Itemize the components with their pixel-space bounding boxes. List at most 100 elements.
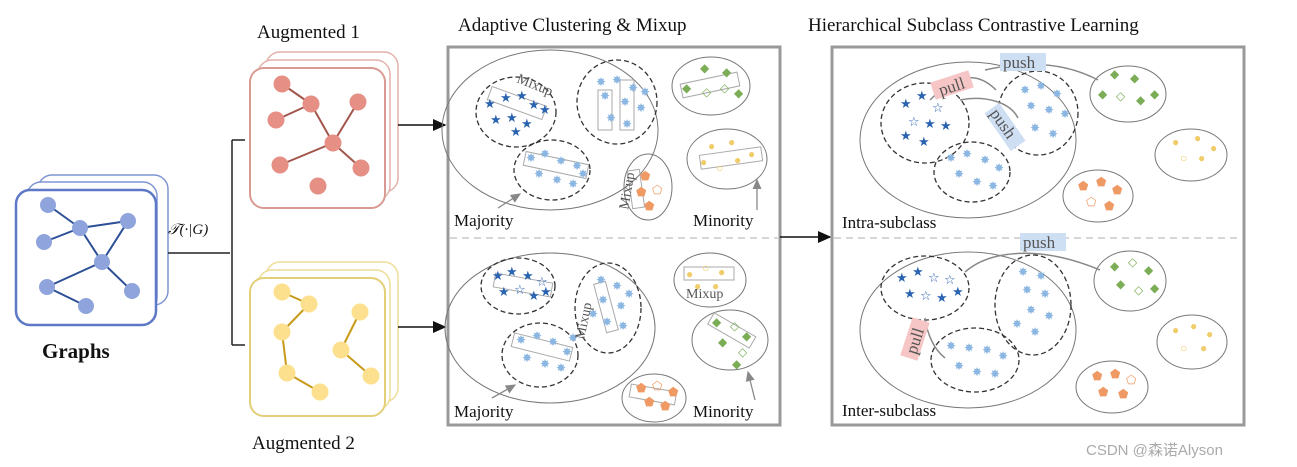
- svg-text:★: ★: [516, 88, 528, 103]
- svg-text:★: ★: [940, 118, 952, 133]
- svg-text:★: ★: [936, 290, 948, 305]
- svg-text:●: ●: [1200, 341, 1207, 355]
- augmented-graph-1: Augmented 1: [249, 22, 399, 209]
- svg-text:★: ★: [528, 97, 540, 112]
- svg-text:⬟: ⬟: [1098, 385, 1109, 399]
- svg-text:✸: ✸: [1030, 121, 1040, 135]
- svg-text:●: ●: [1172, 135, 1179, 149]
- intra-subclass-label: Intra-subclass: [842, 213, 936, 232]
- svg-text:◆: ◆: [1116, 277, 1126, 291]
- svg-text:✸: ✸: [1026, 99, 1036, 113]
- svg-text:●: ●: [686, 267, 693, 281]
- svg-text:★: ★: [896, 270, 908, 285]
- svg-text:✸: ✸: [568, 177, 578, 191]
- svg-text:⬟: ⬟: [1112, 183, 1123, 197]
- svg-text:⬟: ⬟: [1110, 367, 1121, 381]
- svg-text:⬟: ⬟: [1104, 199, 1115, 213]
- svg-text:◆: ◆: [682, 81, 692, 95]
- augmented-graph-2: Augmented 2: [249, 261, 399, 454]
- svg-text:⬟: ⬟: [660, 399, 671, 413]
- svg-text:◆: ◆: [700, 61, 710, 75]
- svg-text:●: ●: [748, 147, 755, 161]
- svg-text:⬟: ⬟: [636, 185, 647, 199]
- svg-text:★: ★: [492, 268, 504, 283]
- svg-text:●: ●: [734, 153, 741, 167]
- svg-text:✸: ✸: [1026, 303, 1036, 317]
- svg-text:◇: ◇: [720, 81, 730, 95]
- svg-text:●: ●: [694, 279, 701, 293]
- svg-text:★: ★: [521, 116, 533, 131]
- mixup-label-bottom-2: Mixup: [686, 287, 723, 302]
- svg-text:✸: ✸: [964, 341, 974, 355]
- svg-text:✸: ✸: [612, 279, 622, 293]
- svg-text:◆: ◆: [1136, 93, 1146, 107]
- majority-label-top: Majority: [454, 211, 514, 230]
- svg-text:●: ●: [1190, 319, 1197, 333]
- svg-text:✸: ✸: [1018, 265, 1028, 279]
- svg-text:★: ★: [484, 96, 496, 111]
- svg-text:◇: ◇: [1128, 255, 1138, 269]
- push-label-intra-1: push: [1003, 53, 1036, 72]
- svg-text:✸: ✸: [1060, 107, 1070, 121]
- svg-text:◆: ◆: [718, 335, 728, 349]
- svg-text:⬟: ⬟: [668, 385, 679, 399]
- svg-text:☆: ☆: [928, 270, 940, 285]
- svg-text:✸: ✸: [636, 101, 646, 115]
- push-label-inter: push: [1023, 233, 1056, 252]
- svg-text:✸: ✸: [522, 351, 532, 365]
- svg-text:✸: ✸: [572, 159, 582, 173]
- svg-text:✸: ✸: [994, 161, 1004, 175]
- svg-text:✸: ✸: [1048, 127, 1058, 141]
- svg-text:✸: ✸: [616, 299, 626, 313]
- contrastive-learning-panel: Hierarchical Subclass Contrastive Learni…: [808, 15, 1246, 427]
- svg-text:✸: ✸: [988, 179, 998, 193]
- augmented-1-label: Augmented 1: [257, 22, 360, 43]
- svg-text:★: ★: [500, 90, 512, 105]
- svg-text:✸: ✸: [602, 315, 612, 329]
- svg-text:◆: ◆: [742, 329, 752, 343]
- majority-label-bottom: Majority: [454, 402, 514, 421]
- svg-text:✸: ✸: [972, 175, 982, 189]
- svg-text:✸: ✸: [598, 293, 608, 307]
- svg-text:✸: ✸: [1030, 325, 1040, 339]
- svg-text:●: ●: [718, 265, 725, 279]
- svg-text:☆: ☆: [536, 274, 548, 289]
- svg-text:✸: ✸: [612, 73, 622, 87]
- svg-text:◆: ◆: [1098, 87, 1108, 101]
- svg-text:⬟: ⬟: [636, 381, 647, 395]
- svg-text:⬠: ⬠: [1126, 373, 1137, 387]
- svg-text:◆: ◆: [1110, 259, 1120, 273]
- svg-text:★: ★: [490, 112, 502, 127]
- svg-text:✸: ✸: [562, 345, 572, 359]
- svg-text:●: ●: [1210, 141, 1217, 155]
- svg-text:✸: ✸: [516, 333, 526, 347]
- svg-text:○: ○: [1180, 341, 1187, 355]
- svg-text:●: ●: [1194, 131, 1201, 145]
- svg-text:★: ★: [916, 88, 928, 103]
- svg-text:✸: ✸: [980, 153, 990, 167]
- svg-text:✸: ✸: [532, 329, 542, 343]
- svg-text:⬟: ⬟: [644, 395, 655, 409]
- svg-text:★: ★: [506, 110, 518, 125]
- contrastive-learning-title: Hierarchical Subclass Contrastive Learni…: [808, 15, 1139, 36]
- minority-label-top: Minority: [693, 211, 754, 230]
- svg-text:⬠: ⬠: [1086, 195, 1097, 209]
- svg-text:★: ★: [540, 284, 552, 299]
- svg-text:✸: ✸: [972, 365, 982, 379]
- svg-text:★: ★: [900, 128, 912, 143]
- svg-text:✸: ✸: [600, 89, 610, 103]
- svg-text:●: ●: [708, 139, 715, 153]
- svg-text:✸: ✸: [1012, 317, 1022, 331]
- svg-text:★: ★: [498, 284, 510, 299]
- svg-text:●: ●: [1198, 151, 1205, 165]
- svg-text:★: ★: [952, 284, 964, 299]
- svg-text:⬟: ⬟: [1118, 387, 1129, 401]
- svg-text:★: ★: [904, 286, 916, 301]
- svg-text:◇: ◇: [730, 319, 740, 333]
- svg-text:◇: ◇: [702, 85, 712, 99]
- watermark: CSDN @森诺Alyson: [1086, 442, 1223, 459]
- mixup-label-top-2: Mixup: [617, 171, 638, 210]
- svg-text:✸: ✸: [534, 167, 544, 181]
- svg-text:●: ●: [728, 135, 735, 149]
- svg-text:★: ★: [918, 134, 930, 149]
